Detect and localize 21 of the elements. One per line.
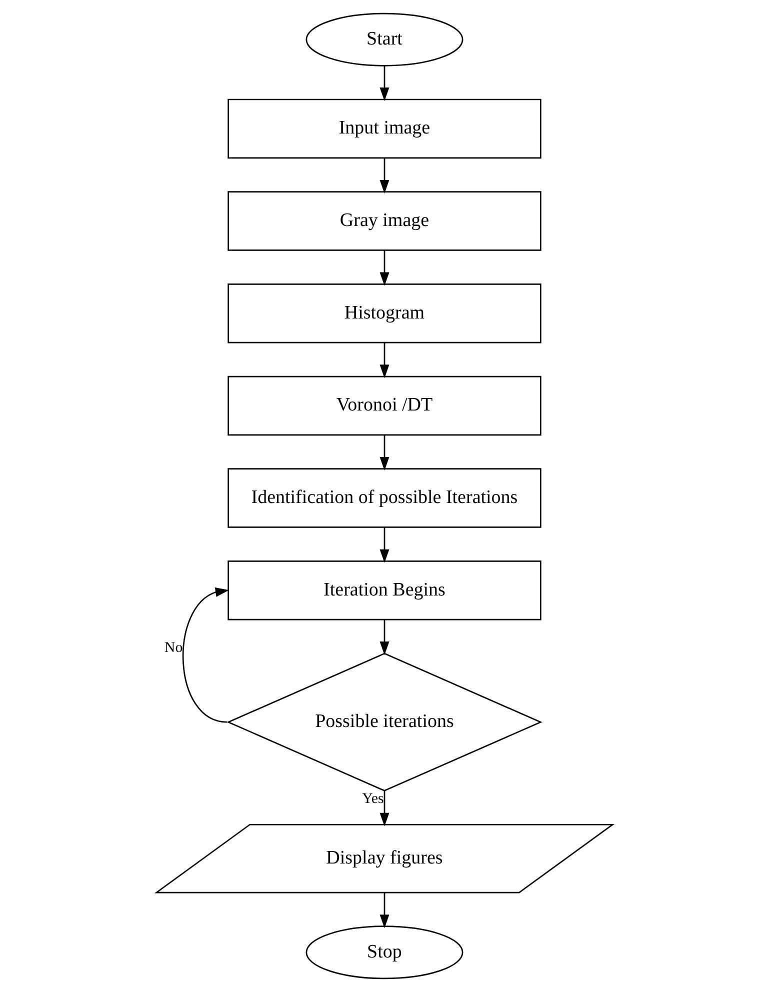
edge-label: Yes bbox=[362, 790, 384, 807]
edge-label: No bbox=[164, 640, 183, 656]
node-box: Histogram bbox=[228, 284, 542, 344]
arrow bbox=[380, 66, 390, 102]
arrow bbox=[380, 620, 390, 656]
node-box: Voronoi /DT bbox=[228, 376, 542, 436]
node-diamond: Possible iterations bbox=[226, 652, 542, 792]
node-box: Gray image bbox=[228, 191, 542, 251]
node-box: Input image bbox=[228, 98, 542, 159]
arrow bbox=[380, 342, 390, 378]
node-ellipse: Start bbox=[306, 12, 464, 66]
arrow bbox=[380, 434, 390, 471]
arrow bbox=[380, 790, 390, 826]
node-box: Iteration Begins bbox=[228, 560, 542, 620]
node-box: Identification of possible Iterations bbox=[228, 468, 542, 528]
node-ellipse: Stop bbox=[306, 926, 464, 980]
arrow bbox=[380, 892, 390, 928]
arrow bbox=[182, 587, 230, 723]
arrow bbox=[380, 158, 390, 194]
arrow bbox=[380, 250, 390, 286]
arrow bbox=[380, 527, 390, 563]
